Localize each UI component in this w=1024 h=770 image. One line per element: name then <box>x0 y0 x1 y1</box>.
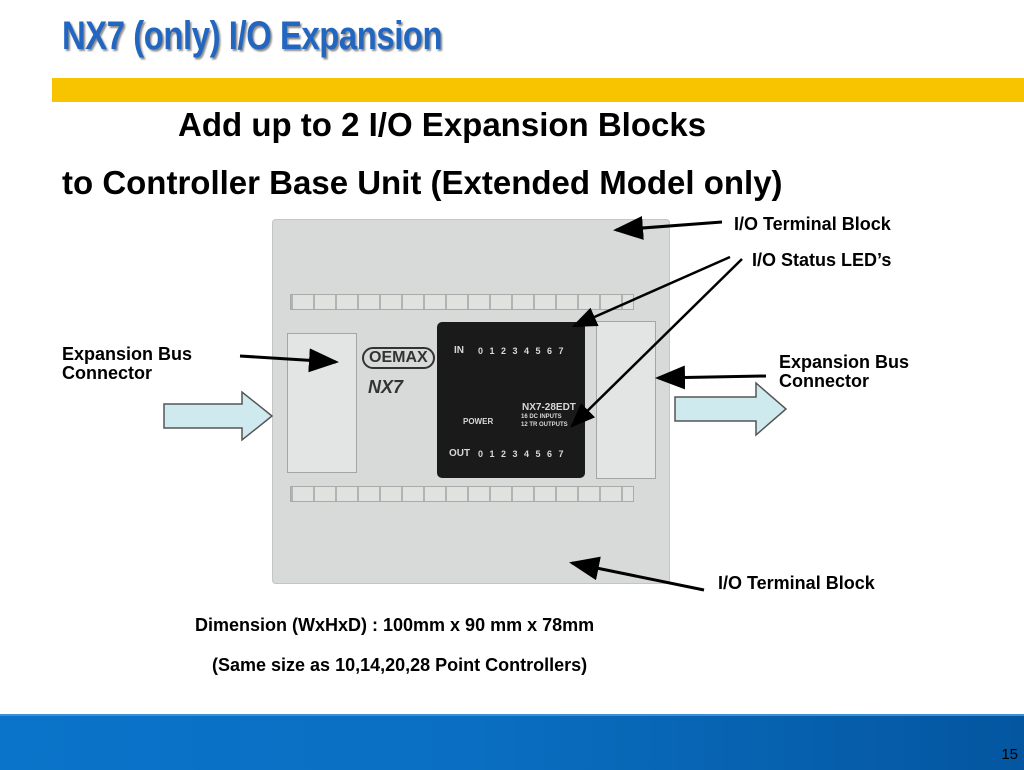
spec-line-2: 12 TR OUTPUTS <box>521 422 568 428</box>
model-code: NX7-28EDT <box>522 402 576 413</box>
label-terminal-block-top: I/O Terminal Block <box>734 214 891 234</box>
spec-line-1: 16 DC INPUTS <box>521 414 562 420</box>
page-number: 15 <box>1001 746 1018 763</box>
label-terminal-block-bottom: I/O Terminal Block <box>718 573 875 593</box>
arrow-leds-lower <box>570 258 743 428</box>
label-status-leds: I/O Status LED’s <box>752 250 892 270</box>
top-terminal-strip <box>290 294 634 310</box>
left-connector-cover <box>287 333 357 473</box>
led-panel <box>437 322 585 478</box>
model-name: NX7 <box>368 377 404 397</box>
led-in-digits: 0 1 2 3 4 5 6 7 <box>478 346 566 356</box>
dimension-line-1: Dimension (WxHxD) : 100mm x 90 mm x 78mm <box>195 615 595 635</box>
led-in-label: IN <box>454 345 464 356</box>
dimension-line-2: (Same size as 10,14,20,28 Point Controll… <box>212 655 588 675</box>
led-out-digits: 0 1 2 3 4 5 6 7 <box>478 449 566 459</box>
block-arrow-right <box>674 381 788 437</box>
slide-title: NX7 (only) I/O Expansion <box>62 14 443 58</box>
subtitle-line-2: to Controller Base Unit (Extended Model … <box>62 164 783 201</box>
brand-logo: OEMAX <box>362 347 435 369</box>
led-out-label: OUT <box>449 448 471 459</box>
footer-bar <box>0 714 1024 770</box>
label-bus-right-1: Expansion Bus <box>779 352 910 372</box>
bottom-terminal-strip <box>290 486 634 502</box>
label-bus-left-2: Connector <box>62 363 152 383</box>
accent-bar <box>52 78 1024 102</box>
arrow-bus-right <box>655 365 767 390</box>
power-label: POWER <box>463 417 494 426</box>
right-connector-cover <box>596 321 656 479</box>
arrow-terminal-top <box>613 216 723 240</box>
label-bus-right-2: Connector <box>779 371 869 391</box>
arrow-terminal-bottom <box>569 556 705 592</box>
arrow-bus-left <box>239 348 339 373</box>
label-bus-left-1: Expansion Bus <box>62 344 193 364</box>
arrow-leds-upper <box>571 255 731 328</box>
block-arrow-left <box>163 390 274 442</box>
subtitle-line-1: Add up to 2 I/O Expansion Blocks <box>178 106 707 143</box>
